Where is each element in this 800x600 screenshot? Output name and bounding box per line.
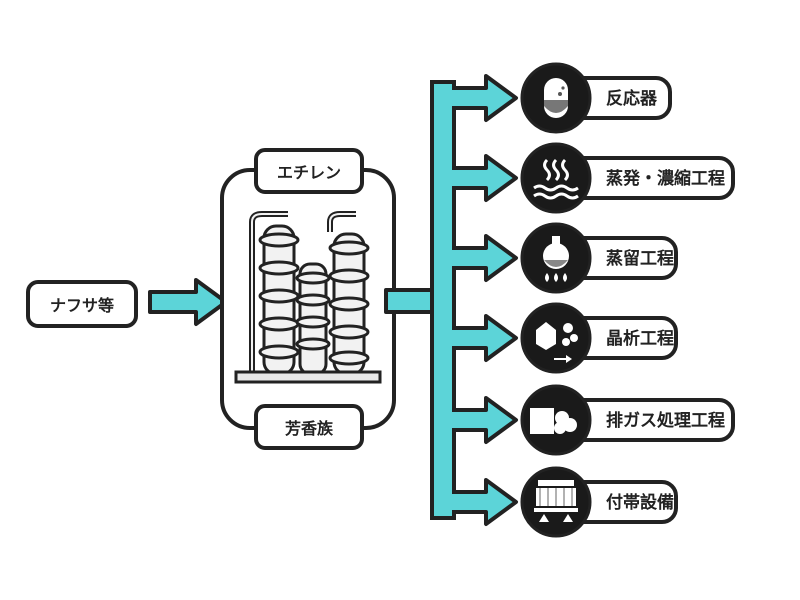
plant-node: エチレン 芳香族 xyxy=(220,148,396,450)
exhaust-gas-icon xyxy=(520,384,592,456)
output-label: 蒸発・濃縮工程 xyxy=(606,168,725,189)
output-label: 付帯設備 xyxy=(606,492,674,513)
plant-top-label: エチレン xyxy=(277,163,341,182)
plant-bottom-label: 芳香族 xyxy=(285,419,334,438)
output-label: 晶析工程 xyxy=(606,328,674,349)
output-node-1: 反応器 xyxy=(520,62,672,134)
output-node-6: 付帯設備 xyxy=(520,466,678,538)
bus-fill xyxy=(434,84,452,516)
reactor-icon xyxy=(520,62,592,134)
output-label: 反応器 xyxy=(606,88,658,109)
input-arrow xyxy=(148,278,228,326)
output-node-2: 蒸発・濃縮工程 xyxy=(520,142,735,214)
distillation-columns-icon xyxy=(234,211,382,384)
output-node-5: 排ガス処理工程 xyxy=(520,384,735,456)
distillation-flask-icon xyxy=(520,222,592,294)
output-label: 排ガス処理工程 xyxy=(606,410,725,431)
output-node-4: 晶析工程 xyxy=(520,302,678,374)
crystallization-icon xyxy=(520,302,592,374)
output-node-3: 蒸留工程 xyxy=(520,222,678,294)
evaporation-icon xyxy=(520,142,592,214)
cooling-tower-icon xyxy=(520,466,592,538)
output-label: 蒸留工程 xyxy=(606,248,674,269)
input-label: ナフサ等 xyxy=(50,296,114,315)
input-node: ナフサ等 xyxy=(26,280,138,328)
